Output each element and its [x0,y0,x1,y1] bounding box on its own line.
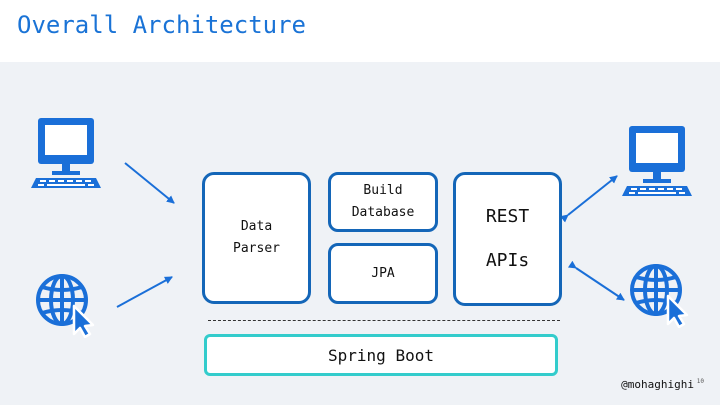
data-parser-label-line1: Data [240,219,273,234]
build-database-label-line2: Database [351,205,415,220]
author-handle: @mohaghighi [621,378,694,391]
rest-apis-label-line1: REST [485,206,530,227]
globe-cursor-icon [36,274,95,338]
spring-boot-bar: Spring Boot [204,334,558,376]
rest-apis-label-line2: APIs [485,250,530,271]
data-parser-label-line2: Parser [233,241,280,256]
build-database-label-line1: Build [363,183,403,198]
arrow-rest-computer [560,175,618,223]
arrow-globe-to-parser [116,276,173,308]
data-parser-box: Data Parser [202,172,311,304]
arrow-computer-to-parser [124,162,175,204]
spring-boot-label: Spring Boot [328,345,434,365]
jpa-label: JPA [371,265,395,281]
page-number: 10 [696,378,704,385]
computer-icon [622,126,692,196]
build-database-box: Build Database [328,172,438,232]
separator-dashed-line [208,320,560,321]
jpa-box: JPA [328,243,438,304]
slide-title: Overall Architecture [17,11,306,39]
computer-icon [31,118,101,188]
globe-cursor-icon [630,264,689,328]
rest-apis-box: REST APIs [453,172,562,306]
title-bar: Overall Architecture [0,0,720,62]
arrow-rest-globe [567,260,625,301]
